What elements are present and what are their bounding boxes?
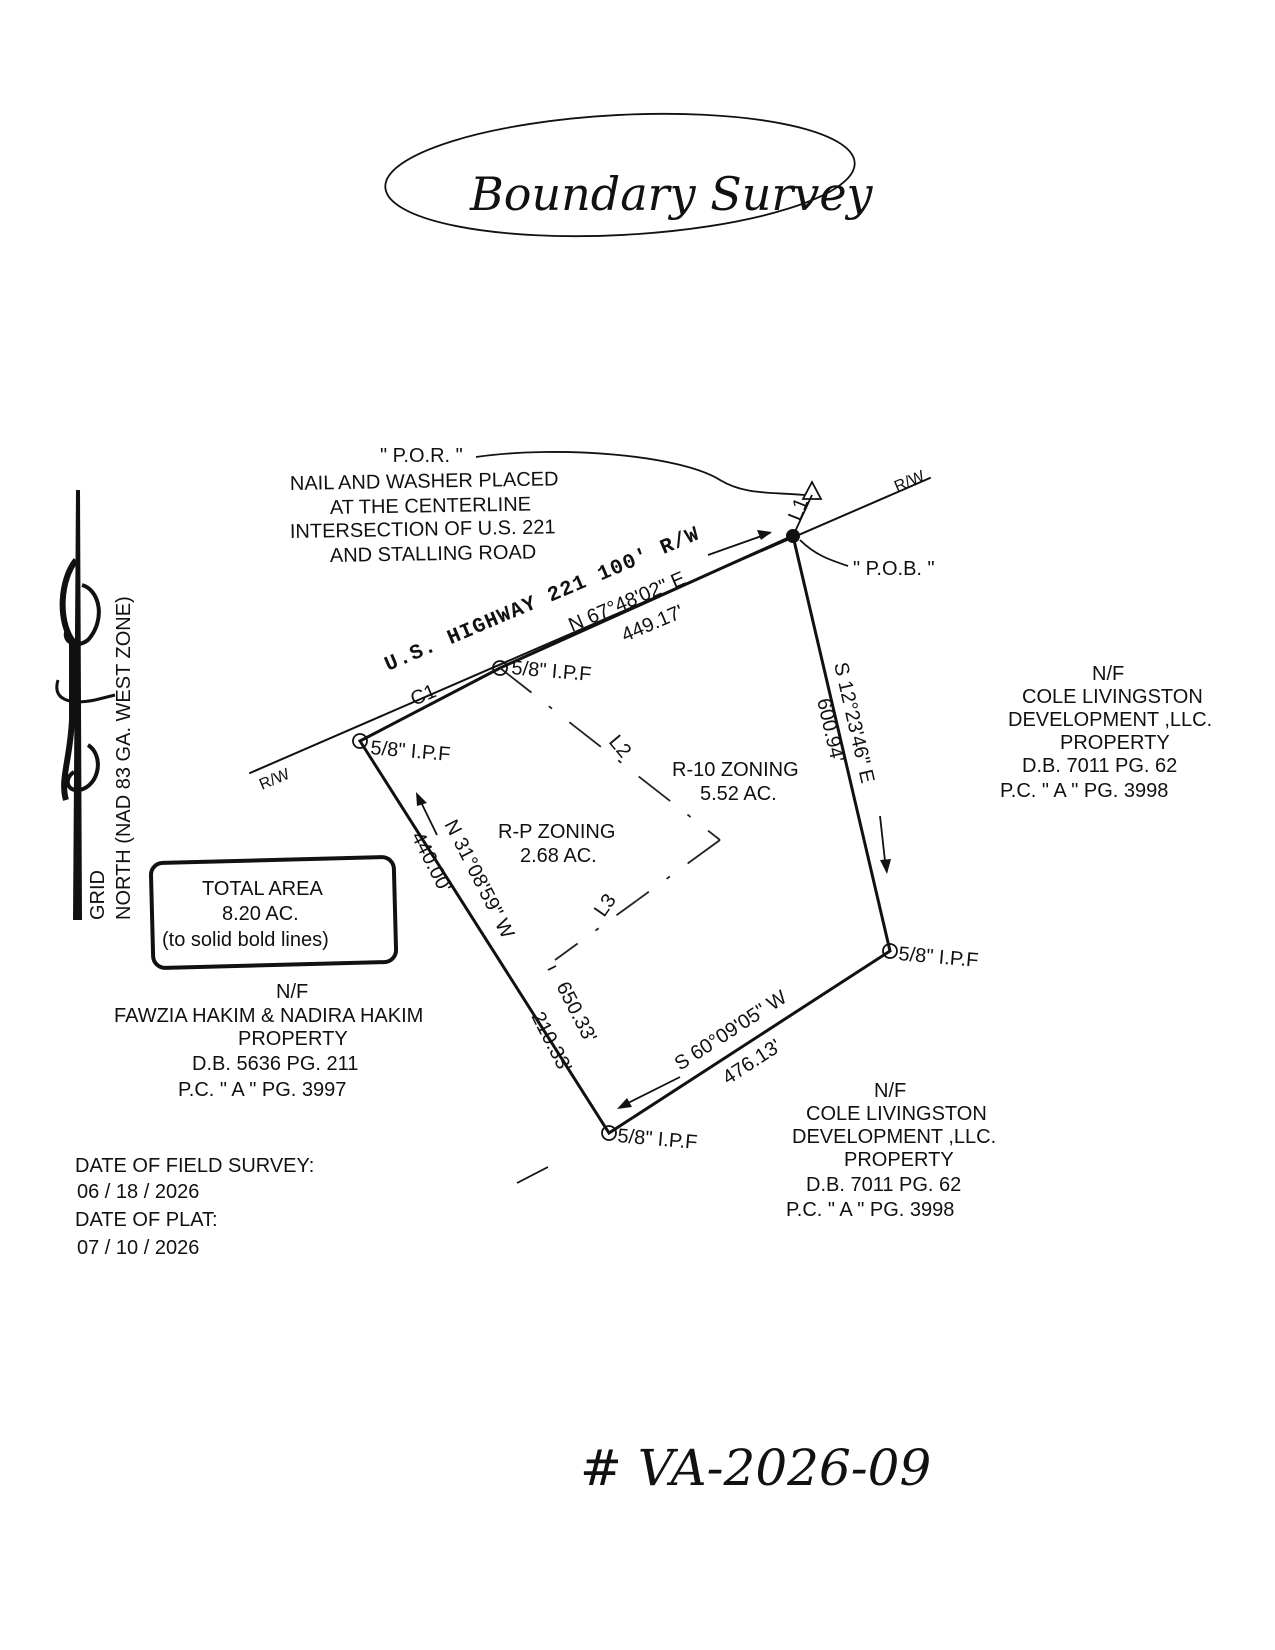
rw-label-west: R/W (257, 766, 293, 794)
pin-label-west: 5/8" I.P.F (370, 737, 452, 766)
total-area-note: (to solid bold lines) (162, 929, 329, 951)
owner-southeast-line: COLE LIVINGSTON (806, 1103, 987, 1125)
pin-label-south: 5/8" I.P.F (617, 1125, 699, 1154)
north-arrow-label-grid: GRID (87, 870, 109, 920)
owner-west-line: P.C. " A " PG. 3997 (178, 1079, 346, 1101)
case-number: # VA-2026-09 (580, 1439, 931, 1497)
owner-west-line: PROPERTY (238, 1028, 348, 1050)
c1-label: C1 (407, 680, 439, 710)
owner-east-line: N/F (1092, 663, 1124, 685)
por-line-4: AND STALLING ROAD (330, 541, 537, 567)
owner-block-west: N/F FAWZIA HAKIM & NADIRA HAKIM PROPERTY… (114, 981, 423, 1101)
l2-label: L2 (604, 731, 635, 762)
owner-east-line: D.B. 7011 PG. 62 (1022, 755, 1177, 777)
pin-label-east: 5/8" I.P.F (898, 943, 980, 972)
owner-southeast-line: D.B. 7011 PG. 62 (806, 1174, 961, 1196)
north-arrow-label-north: NORTH (NAD 83 GA. WEST ZONE) (113, 596, 135, 920)
owner-west-line: D.B. 5636 PG. 211 (192, 1053, 358, 1075)
zoning-line-l3 (554, 839, 721, 961)
owner-west-line: N/F (276, 981, 308, 1003)
owner-southeast-line: P.C. " A " PG. 3998 (786, 1199, 954, 1221)
zoning-line-l2 (499, 667, 721, 841)
rp-zoning-name: R-P ZONING (498, 821, 615, 843)
owner-block-southeast: N/F COLE LIVINGSTON DEVELOPMENT ,LLC. PR… (786, 1080, 996, 1221)
survey-title: Boundary Survey (469, 167, 874, 221)
total-area-title: TOTAL AREA (202, 878, 323, 900)
total-area-box (148, 855, 399, 970)
owner-southeast-line: DEVELOPMENT ,LLC. (792, 1126, 996, 1148)
owner-east-line: DEVELOPMENT ,LLC. (1008, 709, 1212, 731)
right-of-way-line (249, 477, 931, 774)
l3-label: L3 (590, 890, 621, 921)
pob-label: " P.O.B. " (853, 558, 935, 580)
property-boundary (357, 533, 892, 1136)
r10-zoning-area: 5.52 AC. (700, 783, 777, 805)
field-survey-date: 06 / 18 / 2026 (77, 1181, 199, 1203)
west-course-tick (547, 965, 557, 971)
r10-zoning-name: R-10 ZONING (672, 759, 799, 781)
por-line-2: AT THE CENTERLINE (330, 493, 532, 519)
rw-label-east: R/W (892, 468, 928, 496)
pin-label-north: 5/8" I.P.F (511, 657, 593, 686)
owner-west-line: FAWZIA HAKIM & NADIRA HAKIM (114, 1005, 423, 1027)
owner-east-line: P.C. " A " PG. 3998 (1000, 780, 1168, 802)
por-triangle-icon (801, 480, 823, 500)
rp-zoning-area: 2.68 AC. (520, 845, 597, 867)
plat-date: 07 / 10 / 2026 (77, 1237, 199, 1259)
owner-block-east: N/F COLE LIVINGSTON DEVELOPMENT ,LLC. PR… (1000, 663, 1212, 802)
total-area-value: 8.20 AC. (222, 903, 299, 925)
iron-pin-markers (352, 529, 898, 1141)
field-survey-date-label: DATE OF FIELD SURVEY: (75, 1155, 314, 1177)
por-line-3: INTERSECTION OF U.S. 221 (290, 516, 556, 543)
title-oval (384, 112, 856, 238)
pob-leader (799, 539, 849, 567)
owner-southeast-line: PROPERTY (844, 1149, 954, 1171)
direction-arrows (416, 530, 891, 1109)
por-line-1: NAIL AND WASHER PLACED (290, 468, 559, 495)
por-leader (475, 451, 806, 496)
owner-east-line: COLE LIVINGSTON (1022, 686, 1203, 708)
owner-east-line: PROPERTY (1060, 732, 1170, 754)
por-label: " P.O.R. " (380, 445, 463, 467)
plat-date-label: DATE OF PLAT: (75, 1209, 218, 1231)
north-arrow-icon (55, 490, 116, 920)
rw-line-extension-south (516, 1166, 549, 1184)
owner-southeast-line: N/F (874, 1080, 906, 1102)
l1-line (792, 494, 813, 537)
